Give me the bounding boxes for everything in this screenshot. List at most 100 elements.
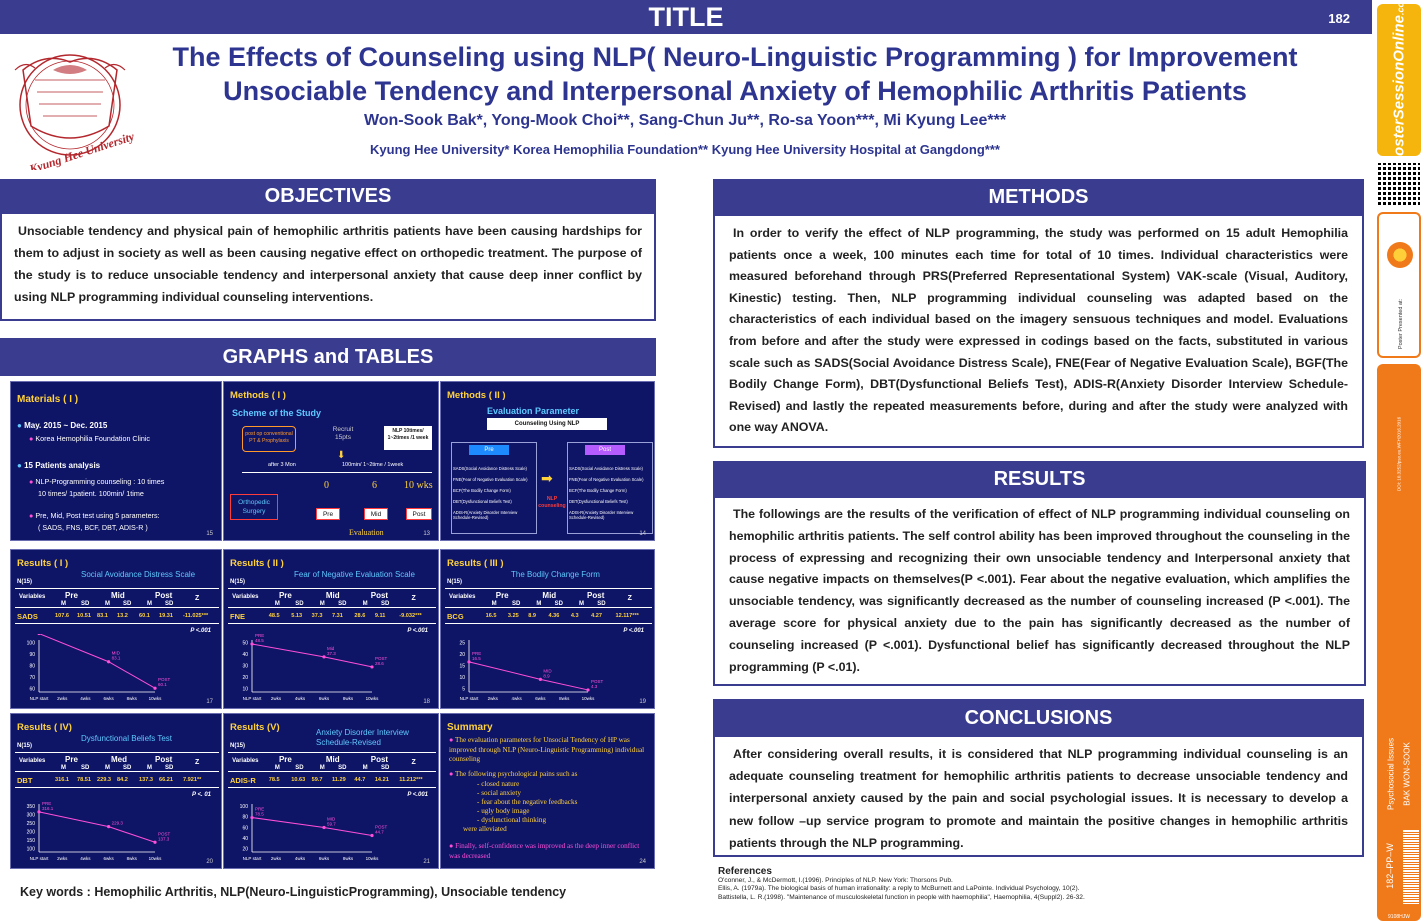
p-value: P <.001 [623,628,644,634]
x-tick-label: NLP start [243,696,262,701]
topic-strip: Psychosocial Issues BAK WON-SOOK [1377,726,1421,822]
series-line [468,661,589,691]
data-value-label: 78.5 [255,812,264,817]
table-cell: 3.25 [507,613,519,619]
data-point [586,688,590,692]
data-point [250,642,254,646]
x-tick-label: 2wks [271,856,282,861]
data-point [37,810,41,814]
table-header-cell: Variables [449,594,476,600]
sample-size: N(15) [17,743,33,749]
x-tick-label: 6wks [103,856,114,861]
code-strip: 182–PP–W 9108HJW [1377,822,1421,921]
topic-label: Psychosocial Issues [1386,737,1396,811]
table-cell: 137.3 [139,777,153,783]
panel-subtitle: Dysfunctional Beliefs Test [81,734,173,743]
graphs-and-tables: Materials ( I ) ● May. 2015 ~ Dec. 2015 … [10,381,655,870]
table-cell: 8.9 [528,613,536,619]
x-tick-label: 6wks [103,696,114,701]
post-parameter-list: SADS(Social Avoidance Distress Scale)FNE… [569,466,651,526]
table-cell: 7.921** [183,777,202,783]
table-header-cell: Z [411,595,416,602]
table-cell: 78.5 [268,777,280,783]
pre-label: Pre [469,445,509,455]
parameter-item: BCF(The Bodily Change Form) [453,488,511,493]
table-header-cell: Mid [325,755,340,764]
series-line [251,817,373,836]
brand-badge[interactable]: PosterSessionOnline.com [1377,0,1421,166]
bullet-icon: ● [449,770,454,778]
data-point [107,660,111,664]
y-tick-label: 25 [459,640,465,646]
table-header-cell: Pre [495,591,509,600]
y-tick-label: 200 [27,830,36,836]
data-point [107,825,111,829]
x-tick-label: 4wks [295,696,306,701]
table-cell: 107.6 [55,613,69,619]
y-tick-label: 5 [462,686,465,692]
data-point [467,660,471,664]
conference-logo-icon [1387,242,1413,268]
table-cell: 4.36 [548,613,560,619]
table-header-cell: Mid [111,591,125,600]
barcode-icon [1403,830,1419,904]
table-header-cell: SD [511,601,521,607]
data-point-label: MID [327,817,336,822]
reference-item: Ellis, A. (1979a). The biological basis … [718,885,1080,892]
p-value: P <. 01 [192,792,211,798]
table-header-cell: M [319,765,325,771]
table-cell: 9.11 [374,613,386,619]
data-value-label: 229.3 [112,821,124,826]
university-seal-logo: Kyung Hee University [14,54,135,170]
panel-results-r2: Results ( II )Fear of Negative Evaluatio… [223,549,439,709]
data-point-label: POST [375,656,388,661]
nlp-box: NLP 10times/ 1~2times /1 week [384,426,432,450]
table-header-cell: M [362,765,368,771]
table-header-cell: Variables [232,594,259,600]
x-tick-label: NLP start [30,856,49,861]
data-point-label: MID [543,668,552,673]
author-label: BAK WON-SOOK [1402,742,1412,806]
frequency-label: 100min/ 1~2time / 1week [342,462,404,468]
table-header-cell: M [536,601,542,607]
bullet-icon: ● [17,461,22,470]
p-value: P <.001 [407,792,428,798]
data-point-label: POST [158,831,171,836]
table-cell: 60.1 [139,613,150,619]
table-header-cell: Post [155,591,173,600]
y-tick-label: 20 [242,675,248,681]
table-header-cell: SD [123,601,132,607]
panel-methods-2: Methods ( II ) Evaluation Parameter Coun… [440,381,655,541]
table-header-cell: SD [81,601,90,607]
table-header-cell: Z [195,595,200,602]
data-point-label: Mid [327,646,335,651]
table-cell: 4.27 [591,613,602,619]
conclusions-heading: CONCLUSIONS [713,699,1364,737]
data-value-label: 59.7 [327,822,336,827]
y-tick-label: 60 [29,686,35,692]
data-point [250,815,254,820]
data-point-label: PRE [255,634,264,638]
table-header-cell: Z [195,759,200,766]
panel-methods-1: Methods ( I ) Scheme of the Study post o… [223,381,439,541]
table-header-cell: M [105,601,110,607]
table-cell: 11.29 [332,777,346,783]
arrow-right-icon: ➡ [541,470,553,486]
table-header-cell: SD [165,765,174,771]
qr-code-icon[interactable] [1378,163,1420,205]
table-header-cell: Pre [278,755,292,764]
summary-item: - ugly body image [477,807,530,815]
x-tick-label: 2wks [271,696,282,701]
pre-parameter-list: SADS(Social Avoidance Distress Scale)FNE… [453,466,535,526]
table-header-cell: M [105,765,110,771]
data-point [153,840,157,844]
materials-parameters: ( SADS, FNS, BCF, DBT, ADIS-R ) [38,523,148,532]
table-cell: 5.13 [291,613,303,619]
